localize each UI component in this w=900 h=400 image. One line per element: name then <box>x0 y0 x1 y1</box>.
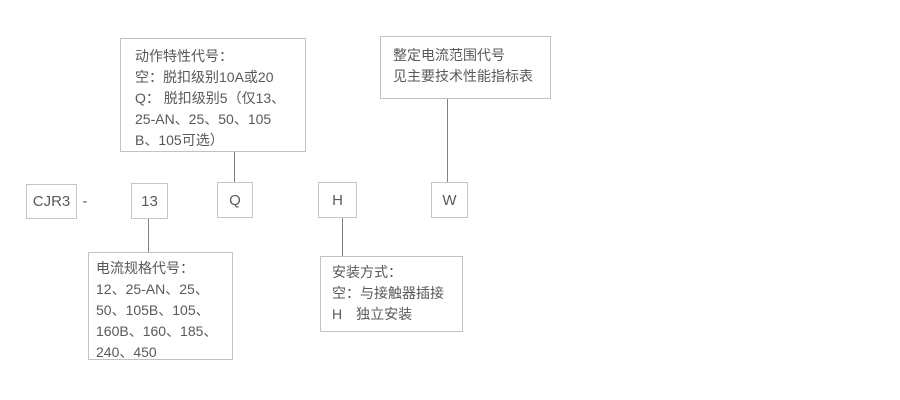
code-box-current-range: W <box>431 182 468 218</box>
callout-spec-line: 240、450 <box>96 344 157 360</box>
code-box-current-spec: 13 <box>131 183 168 219</box>
callout-range-line: 整定电流范围代号 <box>393 47 505 63</box>
code-separator-dash: - <box>82 193 88 210</box>
code-box-trip-characteristic: Q <box>217 182 253 218</box>
callout-setting-current-range: 整定电流范围代号 见主要技术性能指标表 <box>380 36 551 99</box>
callout-spec-line: 160B、160、185、 <box>96 323 218 339</box>
callout-trip-line: 空：脱扣级别10A或20 <box>135 69 274 85</box>
connector-13-to-spec <box>148 219 149 252</box>
connector-range-to-w <box>447 99 448 182</box>
callout-trip-line: 动作特性代号： <box>135 48 233 64</box>
callout-trip-line: 25-AN、25、50、105 <box>135 111 272 127</box>
connector-h-to-mount <box>342 218 343 256</box>
callout-current-spec: 电流规格代号： 12、25-AN、25、 50、105B、105、 160B、1… <box>88 252 233 360</box>
callout-mount-line: 安装方式： <box>332 264 402 280</box>
callout-range-line: 见主要技术性能指标表 <box>393 68 533 84</box>
callout-trip-characteristic: 动作特性代号： 空：脱扣级别10A或20 Q： 脱扣级别5（仅13、 25-AN… <box>120 38 306 152</box>
callout-spec-line: 50、105B、105、 <box>96 302 210 318</box>
callout-spec-line: 12、25-AN、25、 <box>96 281 209 297</box>
callout-trip-line: Q： 脱扣级别5（仅13、 <box>135 90 286 106</box>
connector-trip-to-q <box>234 152 235 182</box>
code-box-prefix: CJR3 <box>26 184 77 219</box>
callout-mount-line: 空：与接触器插接 <box>332 285 444 301</box>
callout-spec-line: 电流规格代号： <box>96 260 194 276</box>
callout-trip-line: B、105可选） <box>135 132 224 148</box>
callout-mounting-method: 安装方式： 空：与接触器插接 H 独立安装 <box>320 256 463 332</box>
code-box-mounting: H <box>318 182 357 218</box>
callout-mount-line: H 独立安装 <box>332 306 413 322</box>
